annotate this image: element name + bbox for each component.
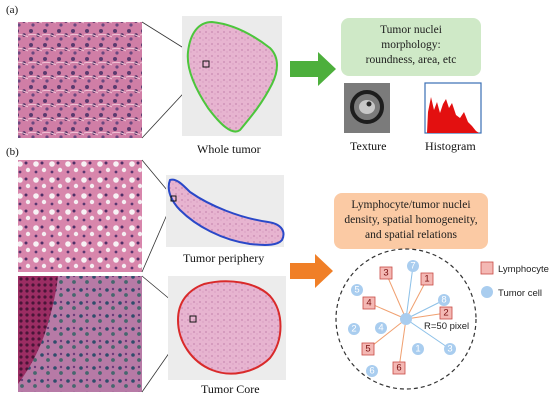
histology-patch-a [18,22,142,138]
radius-label: R=50 pixel [424,321,469,332]
texture-nucleus-core [359,100,375,114]
texture-caption: Texture [350,139,386,153]
lymphocyte-marker [420,272,434,286]
neighbor-line [405,312,447,320]
orange-arrow [290,254,333,288]
neighbor-line [405,299,445,320]
neighbor-line [398,318,407,369]
panel-label-a: (a) [6,4,19,16]
tumor-cell-number: 2 [351,324,356,335]
tumor-cell-number: 1 [415,344,420,355]
tumor-cell-number: 8 [441,295,446,306]
lymphocyte-marker [379,266,393,280]
density-box [334,193,488,249]
lymphocyte-number: 4 [366,298,371,309]
core-outline [176,280,282,375]
neighbor-line [405,318,451,350]
density-line-3: and spatial relations [365,229,457,241]
lymphocyte-number: 1 [424,274,429,285]
periphery-caption: Tumor periphery [183,251,264,265]
tumor-cell-marker [407,260,419,272]
tumor-cell-marker [412,343,424,355]
neighborhood-circle [335,248,477,390]
morphology-box [341,18,481,76]
tumor-cell-number: 5 [354,285,359,296]
neighbor-line [405,265,414,320]
tumor-cell-marker [438,294,450,306]
whole-tumor-roi-box [202,60,210,68]
lymphocyte-marker [361,342,375,356]
panel-label-b: (b) [6,146,19,158]
whole-tumor-outline [186,20,278,133]
lymphocyte-number: 5 [365,344,370,355]
periphery-outline [167,178,285,246]
tumor-cell-number: 4 [378,323,383,334]
histology-patch-periphery [18,160,142,272]
tumor-cell-number: 7 [410,261,415,272]
histogram-shape [427,97,479,133]
tumor-cell-marker [366,365,378,377]
lymphocyte-number: 2 [443,308,448,319]
lymphocyte-number: 3 [383,268,388,279]
lymphocyte-number: 6 [396,363,401,374]
tumor-cell-number: 3 [447,344,452,355]
tumor-cell-marker [351,284,363,296]
density-line-1: Lymphocyte/tumor nuclei [351,199,470,211]
core-caption: Tumor Core [201,382,260,396]
neighbor-line [385,272,407,320]
density-line-2: density, spatial homogeneity, [344,214,477,226]
whole-tumor-caption: Whole tumor [197,142,261,156]
legend-tumor-cell-swatch [481,286,493,298]
texture-nucleus [350,90,384,124]
center-tumor-cell [400,313,412,325]
texture-nucleolus [366,101,372,107]
lymphocyte-marker [439,306,453,320]
green-arrow [290,52,336,86]
tumor-cell-marker [375,322,387,334]
periphery-roi-box [170,195,177,202]
neighbor-line [405,278,428,320]
neighbor-lines [367,265,451,369]
legend-tumor-cell-label: Tumor cell [498,288,542,299]
lymphocyte-marker [362,296,376,310]
core-roi-box [189,315,197,323]
tumor-cell-marker [444,343,456,355]
legend-lymphocyte-swatch [480,261,494,275]
histogram-caption: Histogram [425,139,476,153]
morphology-line-3: roundness, area, etc [366,54,457,66]
morphology-line-1: Tumor nuclei [380,24,442,36]
legend-lymphocyte-label: Lymphocyte [498,264,549,275]
tumor-cell-marker [348,323,360,335]
lymphocyte-marker [392,361,406,375]
morphology-line-2: morphology: [381,39,440,51]
core-lymphocyte-cluster [18,276,58,384]
tumor-cell-number: 6 [369,366,374,377]
